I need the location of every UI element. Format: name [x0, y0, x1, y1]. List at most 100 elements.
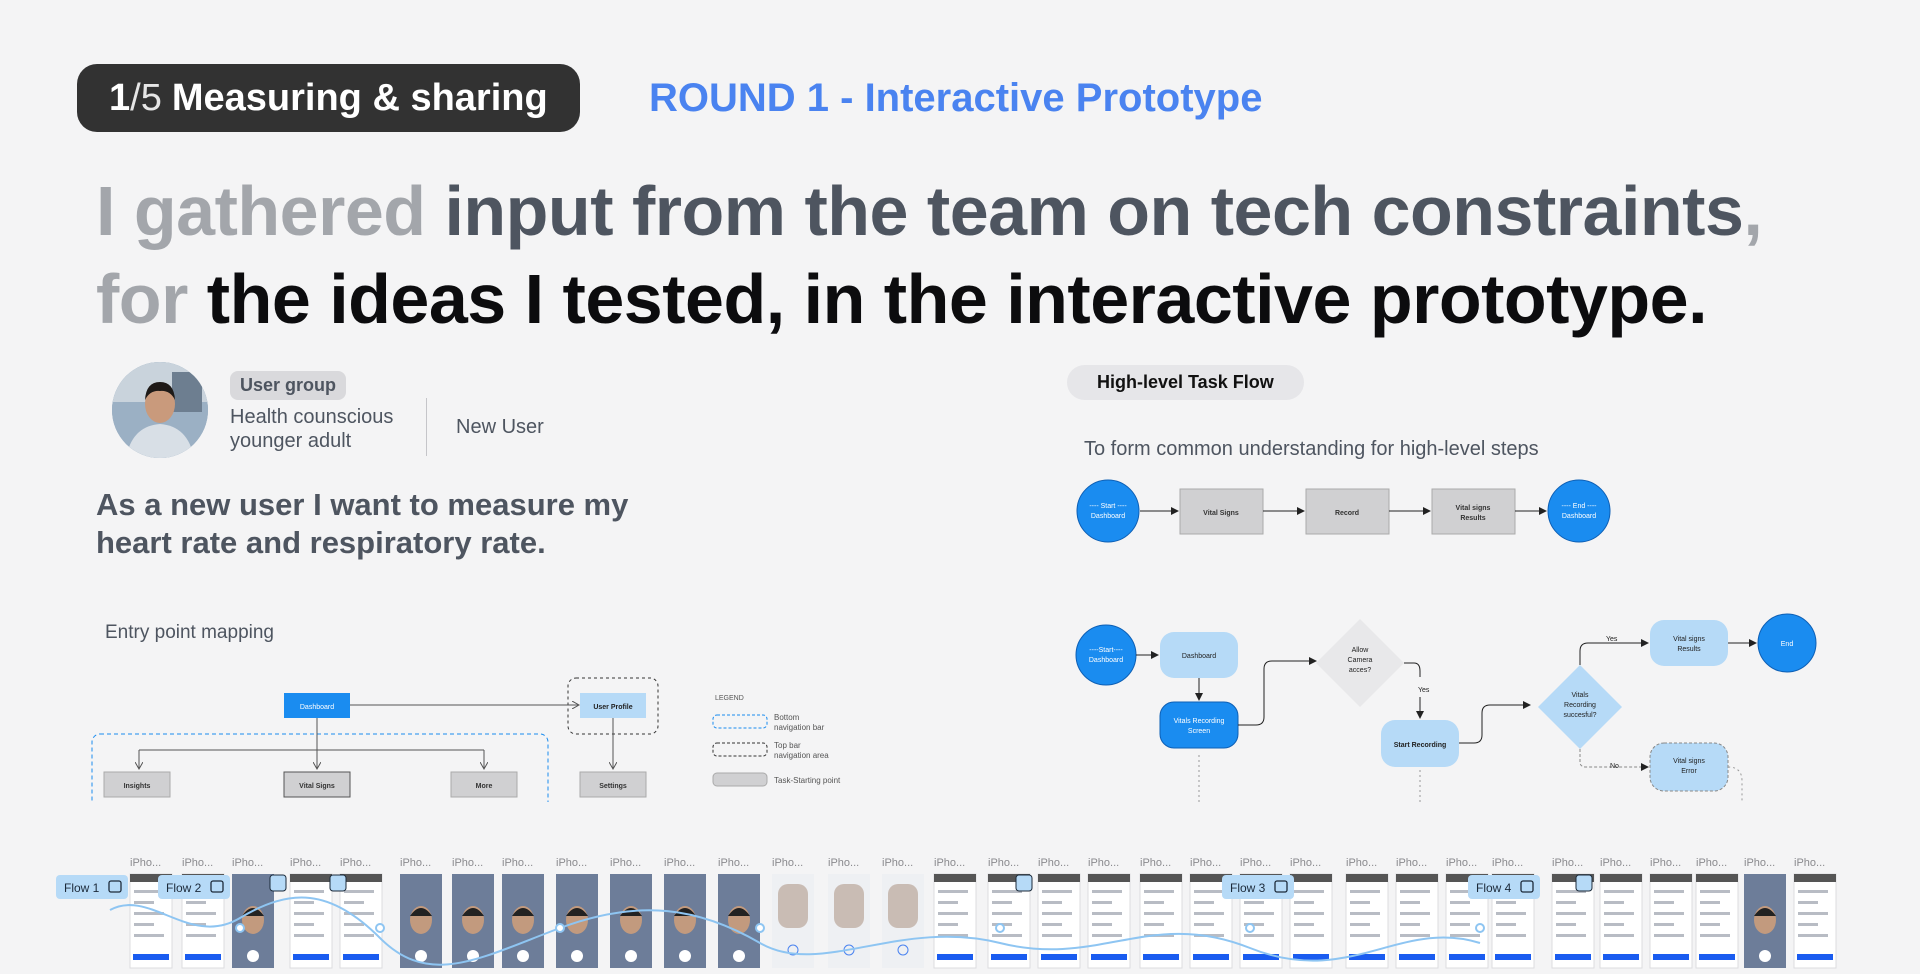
user-group-badge: User group	[230, 371, 347, 400]
legend-bottom-nav-label: navigation bar	[774, 723, 825, 732]
prototype-frame[interactable]	[1139, 873, 1183, 969]
node-user-profile	[580, 693, 646, 718]
frame-label: iPho...	[1696, 857, 1727, 869]
hl-vital-signs-label: Vital Signs	[1203, 510, 1239, 517]
flow-start-icon[interactable]	[329, 874, 347, 892]
hl-results-node	[1431, 488, 1516, 535]
node-dashboard	[284, 693, 350, 718]
prototype-flows-strip[interactable]: iPho... iPho... iPho... iPho... iPho... iPho.…	[0, 848, 1920, 974]
hl-results-label: Vital signs	[1456, 505, 1491, 512]
legend-title: LEGEND	[715, 695, 744, 702]
prototype-frame[interactable]	[610, 874, 652, 968]
frame-label: iPho...	[828, 857, 859, 869]
frame-label: iPho...	[502, 857, 533, 869]
prototype-frame[interactable]	[1345, 873, 1389, 969]
frame-label: iPho...	[1290, 857, 1321, 869]
df-start-node	[1075, 624, 1137, 686]
headline-part: the ideas I tested, in the interactive p…	[206, 260, 1708, 338]
flow-label-3[interactable]: Flow 3	[1222, 875, 1294, 899]
connector-node	[755, 923, 765, 933]
prototype-frame[interactable]	[718, 874, 760, 968]
prototype-frame[interactable]	[882, 874, 924, 968]
section-title: Measuring & sharing	[171, 76, 548, 119]
df-end-label: End	[1781, 641, 1794, 648]
legend-task-start-swatch	[712, 772, 768, 787]
legend-top-bar-swatch	[712, 742, 768, 757]
legend-bottom-nav-swatch	[712, 714, 768, 729]
bottom-nav-area	[91, 733, 549, 802]
connector-node	[235, 923, 245, 933]
flow-label-text: Flow 3	[1230, 881, 1266, 895]
prototype-frame[interactable]	[1695, 873, 1739, 969]
detailed-flow: ----Start---- Dashboard Dashboard Vitals…	[1075, 613, 1817, 802]
legend-top-bar-label: navigation area	[774, 751, 829, 760]
node-vital-signs	[283, 771, 351, 798]
headline-line-1: I gathered input from the team on tech c…	[96, 176, 1763, 246]
play-flow-icon[interactable]	[108, 880, 122, 893]
frame-label: iPho...	[1552, 857, 1583, 869]
flow-label-1[interactable]: Flow 1	[56, 875, 128, 899]
prototype-frame[interactable]	[1289, 873, 1333, 969]
headline-line-2: for the ideas I tested, in the interacti…	[96, 264, 1708, 334]
headline-part: ,	[1743, 172, 1763, 250]
frame-label: iPho...	[1446, 857, 1477, 869]
hl-vital-signs-node	[1179, 488, 1264, 535]
frame-label: iPho...	[340, 857, 371, 869]
hl-record-label: Record	[1335, 510, 1359, 517]
play-flow-icon[interactable]	[1274, 880, 1288, 893]
play-flow-icon[interactable]	[210, 880, 224, 893]
frame-label: iPho...	[1396, 857, 1427, 869]
connector-node	[375, 923, 385, 933]
frame-label: iPho...	[772, 857, 803, 869]
node-dashboard-label: Dashboard	[300, 704, 334, 711]
frame-label: iPho...	[1088, 857, 1119, 869]
prototype-frame[interactable]	[1087, 873, 1131, 969]
frame-label: iPho...	[718, 857, 749, 869]
flow-label-2[interactable]: Flow 2	[158, 875, 230, 899]
frame-label: iPho...	[1650, 857, 1681, 869]
prototype-frame[interactable]	[232, 874, 274, 968]
prototype-frame[interactable]	[1744, 874, 1786, 968]
play-flow-icon[interactable]	[1520, 880, 1534, 893]
df-yes2-label: Yes	[1606, 636, 1618, 643]
legend-bottom-nav-label: Bottom	[774, 713, 800, 722]
frame-label: iPho...	[452, 857, 483, 869]
prototype-frame[interactable]	[933, 873, 977, 969]
prototype-frame[interactable]	[772, 874, 814, 968]
prototype-frame[interactable]	[556, 874, 598, 968]
connector-node	[995, 923, 1005, 933]
df-dashboard-node	[1160, 632, 1238, 678]
hl-record-node	[1305, 488, 1390, 535]
prototype-frame[interactable]	[828, 874, 870, 968]
headline-part: for	[96, 260, 207, 338]
frame-label: iPho...	[1140, 857, 1171, 869]
prototype-frame[interactable]	[289, 873, 333, 969]
flow-label-4[interactable]: Flow 4	[1468, 875, 1540, 899]
node-settings	[579, 771, 647, 798]
flow-start-icon[interactable]	[1015, 874, 1033, 892]
prototype-frame[interactable]	[664, 874, 706, 968]
prototype-frame[interactable]	[502, 874, 544, 968]
df-recording-screen-label: Vitals Recording	[1174, 718, 1225, 725]
headline-part: input from the team on tech constraints	[444, 172, 1744, 250]
prototype-frame[interactable]	[1395, 873, 1439, 969]
prototype-frame[interactable]	[1649, 873, 1693, 969]
node-user-profile-label: User Profile	[593, 704, 632, 711]
prototype-frame[interactable]	[1793, 873, 1837, 969]
prototype-frame[interactable]	[1037, 873, 1081, 969]
task-flow-subtitle: To form common understanding for high-le…	[1084, 438, 1539, 460]
persona-description: Health counscious younger adult	[230, 406, 394, 452]
flow-label-text: Flow 1	[64, 881, 100, 895]
prototype-frame[interactable]	[339, 873, 383, 969]
hl-results-label: Results	[1460, 515, 1485, 522]
flow-start-icon[interactable]	[1575, 874, 1593, 892]
prototype-frame[interactable]	[1599, 873, 1643, 969]
divider	[426, 398, 427, 456]
step-counter: 1/5	[109, 77, 162, 120]
prototype-frame[interactable]	[452, 874, 494, 968]
step-total: /5	[130, 76, 162, 119]
frame-label: iPho...	[182, 857, 213, 869]
prototype-frame[interactable]	[400, 874, 442, 968]
flow-start-icon[interactable]	[269, 874, 287, 892]
df-camera-label: Allow	[1352, 647, 1370, 654]
